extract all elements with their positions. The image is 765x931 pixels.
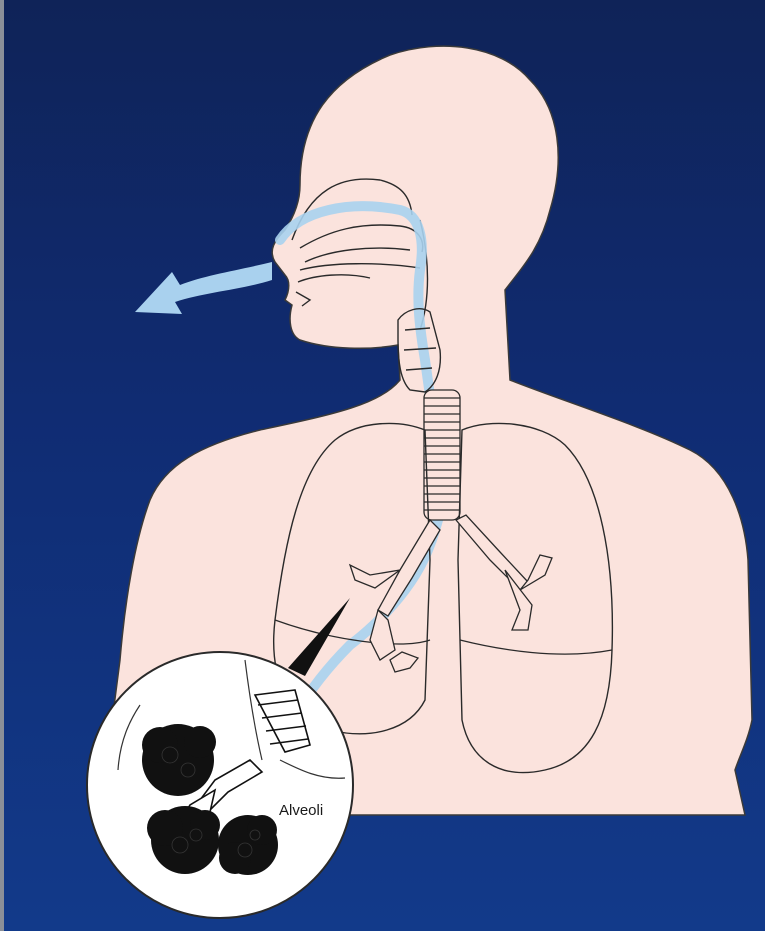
trachea <box>424 390 460 520</box>
alveoli-label: Alveoli <box>279 803 323 818</box>
exhale-arrow <box>135 262 272 314</box>
